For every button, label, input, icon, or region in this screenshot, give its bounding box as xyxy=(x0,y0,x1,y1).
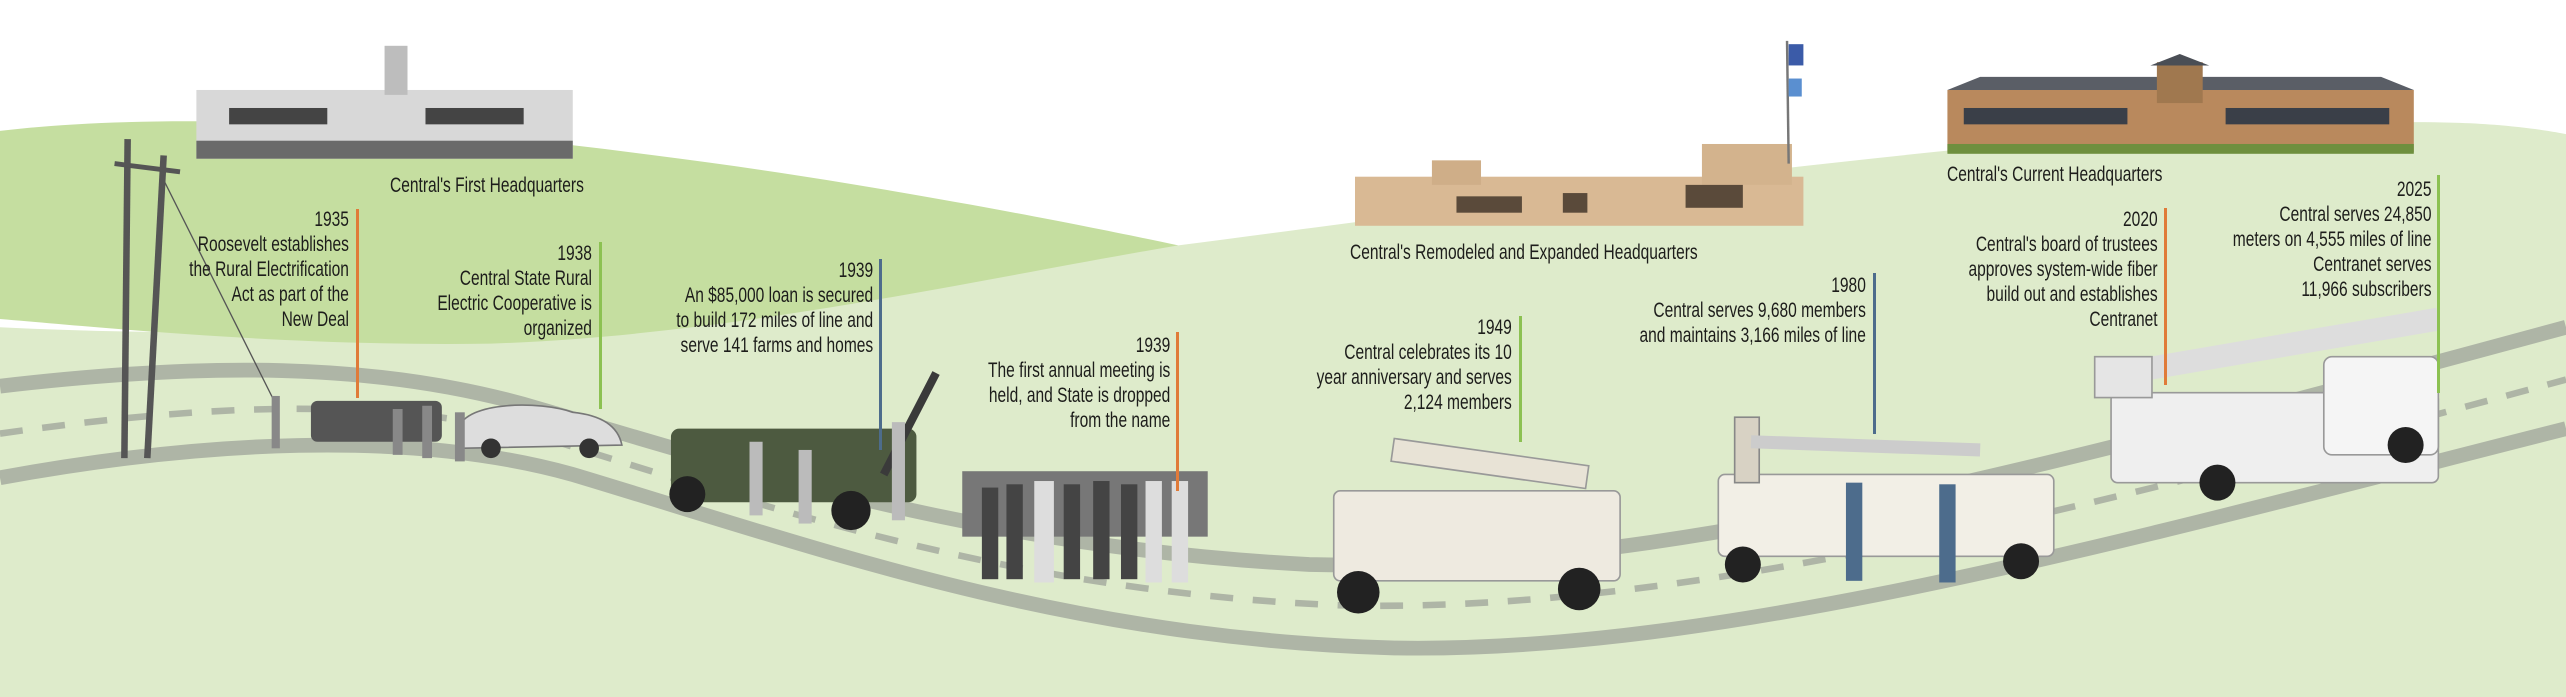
event-year: 1939 xyxy=(1135,334,1170,357)
event-text-line: Central's board of trustees xyxy=(1976,233,2158,256)
event-1949: 1949 Central celebrates its 10 year anni… xyxy=(1317,315,1512,415)
annual-meeting-group-photo xyxy=(962,471,1208,583)
event-text-line: approves system-wide fiber xyxy=(1968,258,2158,281)
event-text-line: Electric Cooperative is xyxy=(437,292,592,315)
event-1935: 1935 Roosevelt establishes the Rural Ele… xyxy=(189,207,349,332)
event-text-line: Central serves 9,680 members xyxy=(1653,299,1866,322)
event-marker-line-1980 xyxy=(1873,273,1876,434)
event-text-line: build out and establishes xyxy=(1986,283,2158,306)
2025-bucket-truck-photo xyxy=(2093,307,2441,501)
event-marker-line-1938 xyxy=(599,242,602,409)
event-text-line: organized xyxy=(523,317,592,340)
event-1980: 1980 Central serves 9,680 members and ma… xyxy=(1640,273,1866,348)
event-1939-meeting: 1939 The first annual meeting is held, a… xyxy=(988,333,1170,433)
event-text-line: 11,966 subscribers xyxy=(2300,278,2431,301)
event-text-line: Centranet serves xyxy=(2312,253,2431,276)
event-year: 2020 xyxy=(2123,208,2158,231)
event-text-line: Central serves 24,850 xyxy=(2278,203,2431,226)
remodeled-headquarters-photo xyxy=(1355,40,1804,226)
caption-current-headquarters: Central's Current Headquarters xyxy=(1947,163,2163,186)
event-text-line: Act as part of the xyxy=(231,283,349,306)
event-text-line: An $85,000 loan is secured xyxy=(684,284,873,307)
event-marker-line-1935 xyxy=(356,209,359,398)
event-1938: 1938 Central State Rural Electric Cooper… xyxy=(437,241,592,341)
event-text-line: Roosevelt establishes xyxy=(197,233,349,256)
event-text-line: meters on 4,555 miles of line xyxy=(2232,228,2431,251)
event-marker-line-1939-loan xyxy=(879,259,882,450)
event-text-line: Central State Rural xyxy=(459,267,592,290)
event-text-line: New Deal xyxy=(281,308,349,331)
event-text-line: Central celebrates its 10 xyxy=(1344,341,1512,364)
event-year: 1949 xyxy=(1477,316,1512,339)
first-headquarters-photo xyxy=(196,45,573,159)
event-text-line: the Rural Electrification xyxy=(189,258,349,281)
event-2020: 2020 Central's board of trustees approve… xyxy=(1969,207,2158,332)
event-year: 1935 xyxy=(314,208,349,231)
event-marker-line-1939-meeting xyxy=(1176,332,1179,491)
caption-remodeled-headquarters: Central's Remodeled and Expanded Headqua… xyxy=(1350,241,1698,264)
event-marker-line-2020 xyxy=(2164,208,2167,385)
event-year: 1980 xyxy=(1831,274,1866,297)
event-text-line: from the name xyxy=(1069,409,1170,432)
current-headquarters-photo xyxy=(1947,53,2414,154)
1980-bucket-truck-photo xyxy=(1717,416,2055,583)
utility-pole-photo xyxy=(114,139,279,459)
vintage-car-photo xyxy=(271,395,623,462)
event-marker-line-1949 xyxy=(1519,316,1522,442)
event-2025: 2025 Central serves 24,850 meters on 4,5… xyxy=(2232,177,2431,302)
event-year: 2025 xyxy=(2396,178,2431,201)
event-text-line: The first annual meeting is xyxy=(987,359,1170,382)
event-year: 1939 xyxy=(838,259,873,282)
event-1939-loan: 1939 An $85,000 loan is secured to build… xyxy=(676,258,873,358)
event-text-line: held, and State is dropped xyxy=(988,384,1170,407)
event-text-line: 2,124 members xyxy=(1404,391,1512,414)
event-text-line: year anniversary and serves xyxy=(1316,366,1512,389)
event-year: 1938 xyxy=(557,242,592,265)
event-marker-line-2025 xyxy=(2437,175,2440,393)
event-text-line: Centranet xyxy=(2089,308,2158,331)
1949-bucket-truck-photo xyxy=(1332,437,1621,614)
caption-first-headquarters: Central's First Headquarters xyxy=(390,174,584,197)
event-text-line: and maintains 3,166 miles of line xyxy=(1639,324,1866,347)
vintage-truck-photo xyxy=(669,371,940,531)
event-text-line: to build 172 miles of line and xyxy=(676,309,873,332)
event-text-line: serve 141 farms and homes xyxy=(680,334,873,357)
dark-green-hill xyxy=(0,121,1179,344)
